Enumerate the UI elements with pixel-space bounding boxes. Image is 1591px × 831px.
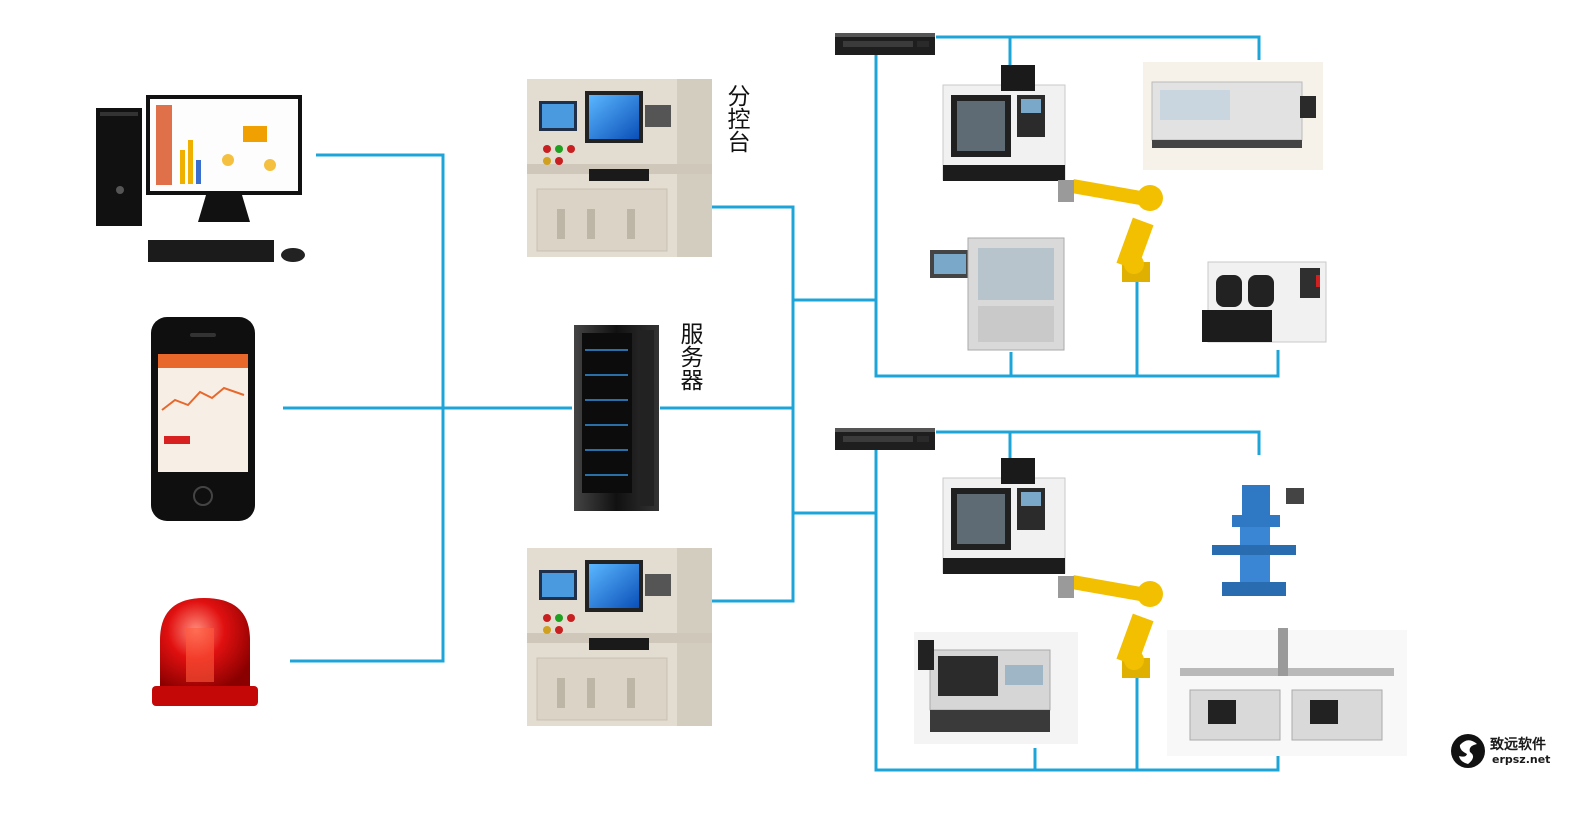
desktop-computer-icon [96,95,305,262]
network-switch-icon [835,33,935,55]
brand-domain: erpsz.net [1492,753,1551,766]
milling-machine-icon [1212,485,1304,596]
inspection-machine-icon [930,237,1065,351]
network-switch-icon [835,428,935,450]
alarm-light-icon [152,598,258,706]
connection-lines [283,35,1280,772]
turning-center-icon [914,632,1078,744]
sub-console-label: 分控台 [723,84,749,153]
group-1-top [936,35,1261,65]
console-cabinet-icon [526,547,713,727]
horizontal-machining-center-icon [1202,261,1327,343]
brand-name: 致远软件 [1490,737,1546,753]
group-2-top [936,430,1261,458]
group-1-frame [874,52,1280,378]
console-cabinet-icon [526,78,713,258]
group-2-frame [874,445,1280,772]
group-2-drops [1033,672,1139,770]
group-1-drops [1009,270,1139,376]
cnc-lathe-icon [1143,62,1323,170]
server-label: 服务器 [676,322,702,391]
brand-logo-icon [1451,734,1485,768]
brand-logo: 致远软件 erpsz.net [1448,730,1568,774]
smartphone-icon [151,317,255,521]
gantry-lathe-icon [1167,628,1407,756]
cnc-machine-icon [942,457,1066,575]
cnc-machine-icon [942,64,1066,182]
server-rack-icon [574,325,659,511]
industrial-robot-icon [1058,179,1163,282]
line-console-top [710,205,795,603]
